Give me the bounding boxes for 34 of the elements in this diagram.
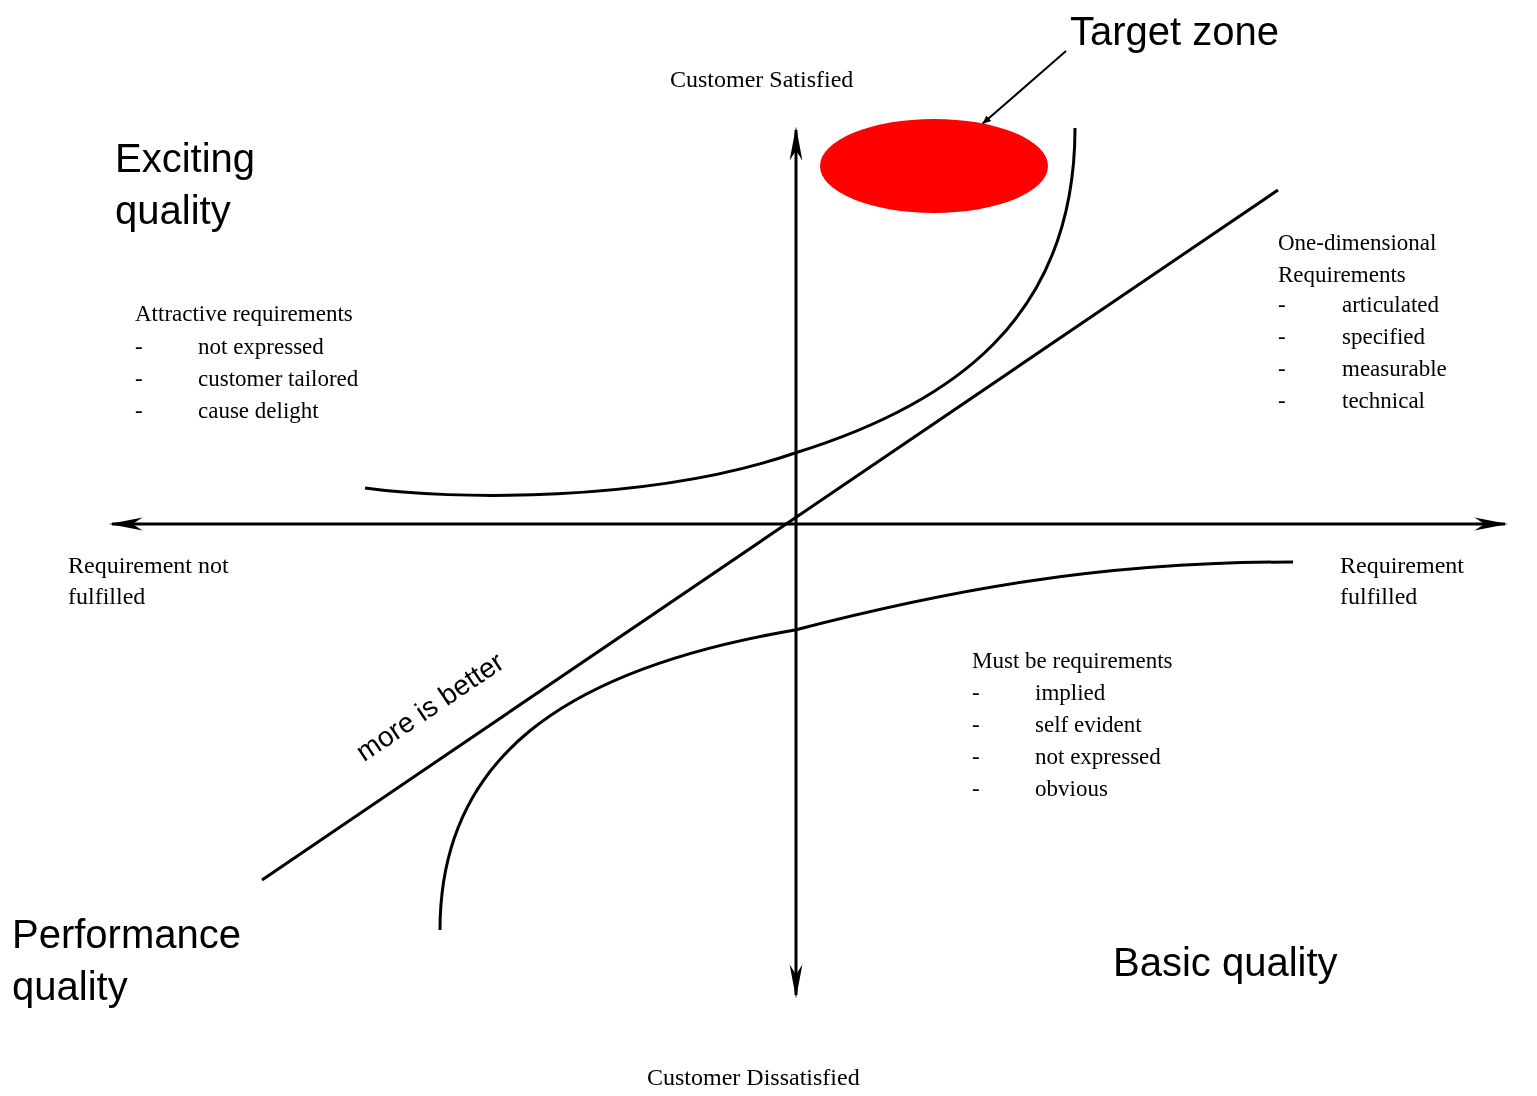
list-item: technical bbox=[1342, 387, 1425, 415]
target-zone-ellipse bbox=[820, 119, 1048, 213]
list-item: implied bbox=[1035, 679, 1106, 707]
dash-marker: - bbox=[135, 397, 143, 425]
dash-marker: - bbox=[972, 743, 980, 771]
dash-marker: - bbox=[972, 679, 980, 707]
list-item: customer tailored bbox=[198, 365, 359, 393]
dash-marker: - bbox=[135, 333, 143, 361]
quadrant-label: Exciting quality bbox=[115, 135, 257, 234]
axis-label: Requirement fulfilled bbox=[1340, 551, 1465, 611]
list-item: obvious bbox=[1035, 775, 1108, 803]
axis-label: Requirement not fulfilled bbox=[68, 551, 230, 611]
quadrant-label: Basic quality bbox=[1113, 939, 1338, 986]
axis-label: Customer Dissatisfied bbox=[647, 1063, 860, 1092]
dash-marker: - bbox=[1278, 387, 1286, 415]
list-heading: Must be requirements bbox=[972, 647, 1173, 675]
zone-label: Target zone bbox=[1070, 5, 1360, 61]
list-item: not expressed bbox=[1035, 743, 1161, 771]
list-heading: Attractive requirements bbox=[135, 300, 353, 328]
list-item: measurable bbox=[1342, 355, 1447, 383]
list-item: cause delight bbox=[198, 397, 319, 425]
dash-marker: - bbox=[972, 775, 980, 803]
dash-marker: - bbox=[1278, 291, 1286, 319]
leader-arrow bbox=[981, 50, 1067, 125]
list-item: specified bbox=[1342, 323, 1425, 351]
dash-marker: - bbox=[1278, 355, 1286, 383]
quadrant-label: Performance quality bbox=[12, 911, 242, 1010]
dash-marker: - bbox=[972, 711, 980, 739]
list-item: articulated bbox=[1342, 291, 1440, 319]
dash-marker: - bbox=[1278, 323, 1286, 351]
dash-marker: - bbox=[135, 365, 143, 393]
axis-label: Customer Satisfied bbox=[670, 65, 854, 94]
list-item: self evident bbox=[1035, 711, 1142, 739]
list-item: not expressed bbox=[198, 333, 324, 361]
